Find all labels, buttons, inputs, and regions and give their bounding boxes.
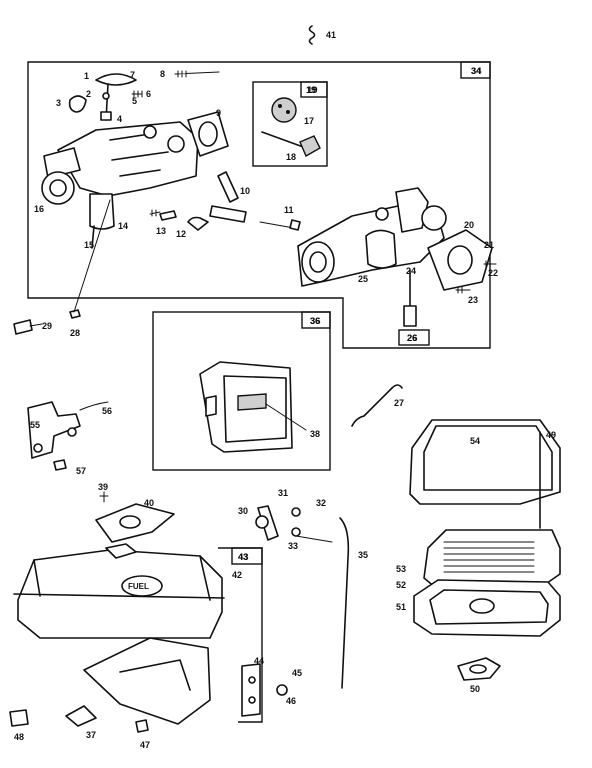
callout-57: 57	[76, 466, 86, 476]
callout-48: 48	[14, 732, 24, 742]
callout-44: 44	[254, 656, 264, 666]
callout-3: 3	[56, 98, 61, 108]
callout-36: 36	[310, 316, 320, 326]
muffler-kit-label: 36	[310, 316, 321, 327]
air-cleaner-cover	[409, 419, 561, 529]
fuel-tank: FUEL	[13, 491, 225, 639]
callout-30: 30	[238, 506, 248, 516]
fuel-linkage	[255, 505, 350, 689]
callout-46: 46	[286, 696, 296, 706]
callout-11: 11	[284, 205, 294, 215]
tank-kit-box: 43	[218, 547, 263, 723]
callout-45: 45	[292, 668, 302, 678]
callout-38: 38	[310, 429, 320, 439]
tank-kit-label: 43	[238, 552, 249, 563]
callout-53: 53	[396, 564, 406, 574]
callout-23: 23	[468, 295, 478, 305]
callout-21: 21	[484, 240, 494, 250]
callout-12: 12	[176, 229, 186, 239]
air-cleaner-base	[413, 579, 561, 681]
callout-35: 35	[358, 550, 368, 560]
needle-valve-parts	[149, 171, 301, 231]
float-kit-box: 19	[252, 81, 328, 167]
float-kit-label: 19	[307, 85, 318, 96]
callout-10: 10	[240, 186, 250, 196]
callout-52: 52	[396, 580, 406, 590]
air-cleaner-element	[423, 529, 561, 589]
callout-37: 37	[86, 730, 96, 740]
gasket-9	[187, 111, 229, 157]
spring-41	[308, 25, 316, 45]
callout-16: 16	[34, 204, 44, 214]
tank-bracket	[83, 637, 211, 725]
callout-8: 8	[160, 69, 165, 79]
callout-27: 27	[394, 398, 404, 408]
callout-56: 56	[102, 406, 112, 416]
callout-41: 41	[326, 30, 336, 40]
callout-5: 5	[132, 96, 137, 106]
callout-7: 7	[130, 70, 135, 80]
callout-43: 43	[238, 552, 248, 562]
callout-39: 39	[98, 482, 108, 492]
callout-13: 13	[156, 226, 166, 236]
carburetor-body-left	[41, 121, 199, 249]
callout-1: 1	[84, 71, 89, 81]
throttle-shaft-parts	[68, 70, 220, 121]
callout-9: 9	[216, 108, 221, 118]
fuel-cap-label: FUEL	[128, 582, 149, 591]
callout-33: 33	[288, 541, 298, 551]
small-hardware	[9, 663, 288, 733]
callout-2: 2	[86, 89, 91, 99]
callout-17: 17	[304, 116, 314, 126]
callout-47: 47	[140, 740, 150, 750]
callout-49: 49	[546, 430, 556, 440]
callout-22: 22	[488, 268, 498, 278]
callout-55: 55	[30, 420, 40, 430]
float-kit-parts	[261, 97, 321, 157]
callout-32: 32	[316, 498, 326, 508]
carburetor-kit-box: 34	[27, 61, 491, 349]
gasket-kit-label: 26	[407, 333, 418, 344]
callout-34: 34	[471, 66, 481, 76]
callout-15: 15	[84, 240, 94, 250]
callout-29: 29	[42, 321, 52, 331]
callout-14: 14	[118, 221, 128, 231]
callout-25: 25	[358, 274, 368, 284]
callout-42: 42	[232, 570, 242, 580]
carburetor-body-right	[297, 187, 497, 327]
callout-28: 28	[70, 328, 80, 338]
callout-51: 51	[396, 602, 406, 612]
gasket-kit-box: 26	[398, 329, 430, 346]
callout-24: 24	[406, 266, 416, 276]
callout-18: 18	[286, 152, 296, 162]
callout-6: 6	[146, 89, 151, 99]
callout-31: 31	[278, 488, 288, 498]
callout-54: 54	[470, 436, 480, 446]
carburetor-kit-label: 34	[471, 66, 482, 77]
callout-19: 19	[306, 85, 316, 95]
fastener-parts	[13, 199, 111, 335]
callout-4: 4	[117, 114, 122, 124]
muffler-guard	[199, 361, 307, 453]
callout-50: 50	[470, 684, 480, 694]
callout-20: 20	[464, 220, 474, 230]
muffler-kit-box: 36	[152, 311, 331, 471]
governor-parts	[27, 384, 403, 471]
callout-26: 26	[407, 333, 417, 343]
callout-40: 40	[144, 498, 154, 508]
